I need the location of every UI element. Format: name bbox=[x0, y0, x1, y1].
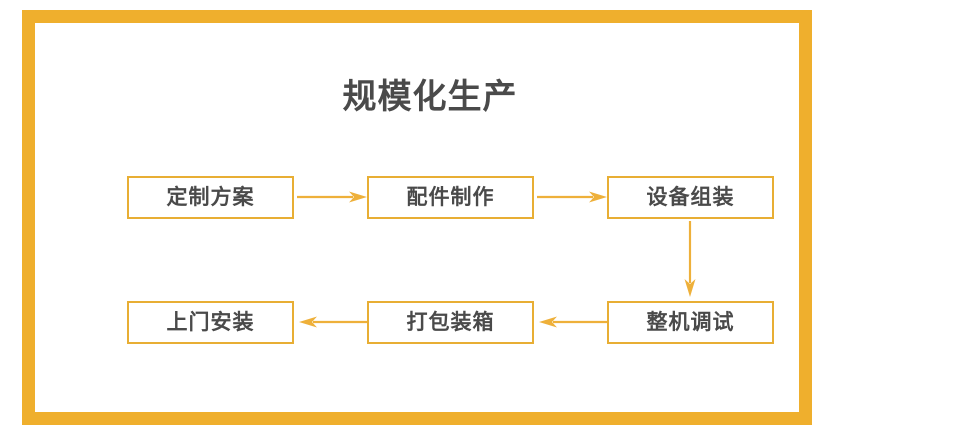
flow-step-label-1: 定制方案 bbox=[166, 185, 255, 209]
arrow-right-icon-1 bbox=[297, 189, 369, 205]
flow-step-label-2: 配件制作 bbox=[406, 185, 495, 209]
flow-step-box-5[interactable]: 打包装箱 bbox=[367, 301, 534, 344]
arrow-down-icon bbox=[675, 221, 705, 299]
flow-step-box-3[interactable]: 设备组装 bbox=[607, 176, 774, 219]
diagram-frame: 规模化生产 定制方案 配件制作 设备组装 bbox=[22, 10, 812, 425]
flow-step-label-3: 设备组装 bbox=[646, 185, 735, 209]
arrow-right-icon-2 bbox=[537, 189, 609, 205]
flow-step-box-2[interactable]: 配件制作 bbox=[367, 176, 534, 219]
flow-step-label-4: 整机调试 bbox=[646, 310, 735, 334]
arrow-left-icon-1 bbox=[537, 314, 609, 330]
flow-step-label-5: 打包装箱 bbox=[406, 310, 495, 334]
flow-step-box-1[interactable]: 定制方案 bbox=[127, 176, 294, 219]
flow-step-label-6: 上门安装 bbox=[166, 310, 255, 334]
arrow-left-icon-2 bbox=[297, 314, 369, 330]
flow-step-box-6[interactable]: 上门安装 bbox=[127, 301, 294, 344]
flow-step-box-4[interactable]: 整机调试 bbox=[607, 301, 774, 344]
page-title: 规模化生产 bbox=[342, 77, 518, 117]
